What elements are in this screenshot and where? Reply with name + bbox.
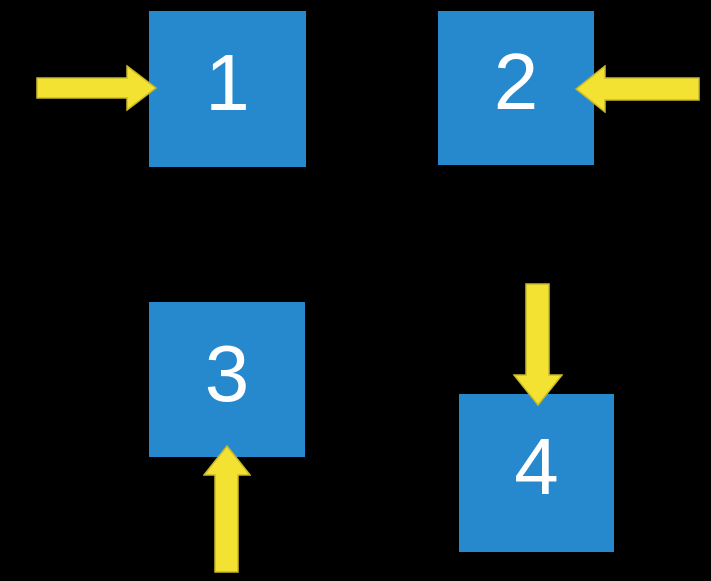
box-3-label: 3: [204, 328, 250, 418]
box-4-label: 4: [514, 422, 559, 511]
numbered-box-3: 3: [149, 302, 305, 457]
arrow-left-icon: [575, 65, 700, 113]
arrow-right-icon: [36, 65, 157, 111]
arrow-up-icon: [203, 445, 251, 573]
box-2-label: 2: [493, 37, 539, 126]
arrow-down-icon: [513, 283, 563, 406]
numbered-box-2: 2: [438, 11, 594, 165]
numbered-box-4: 4: [459, 394, 614, 552]
box-1-label: 1: [205, 38, 250, 127]
numbered-box-1: 1: [149, 11, 306, 167]
